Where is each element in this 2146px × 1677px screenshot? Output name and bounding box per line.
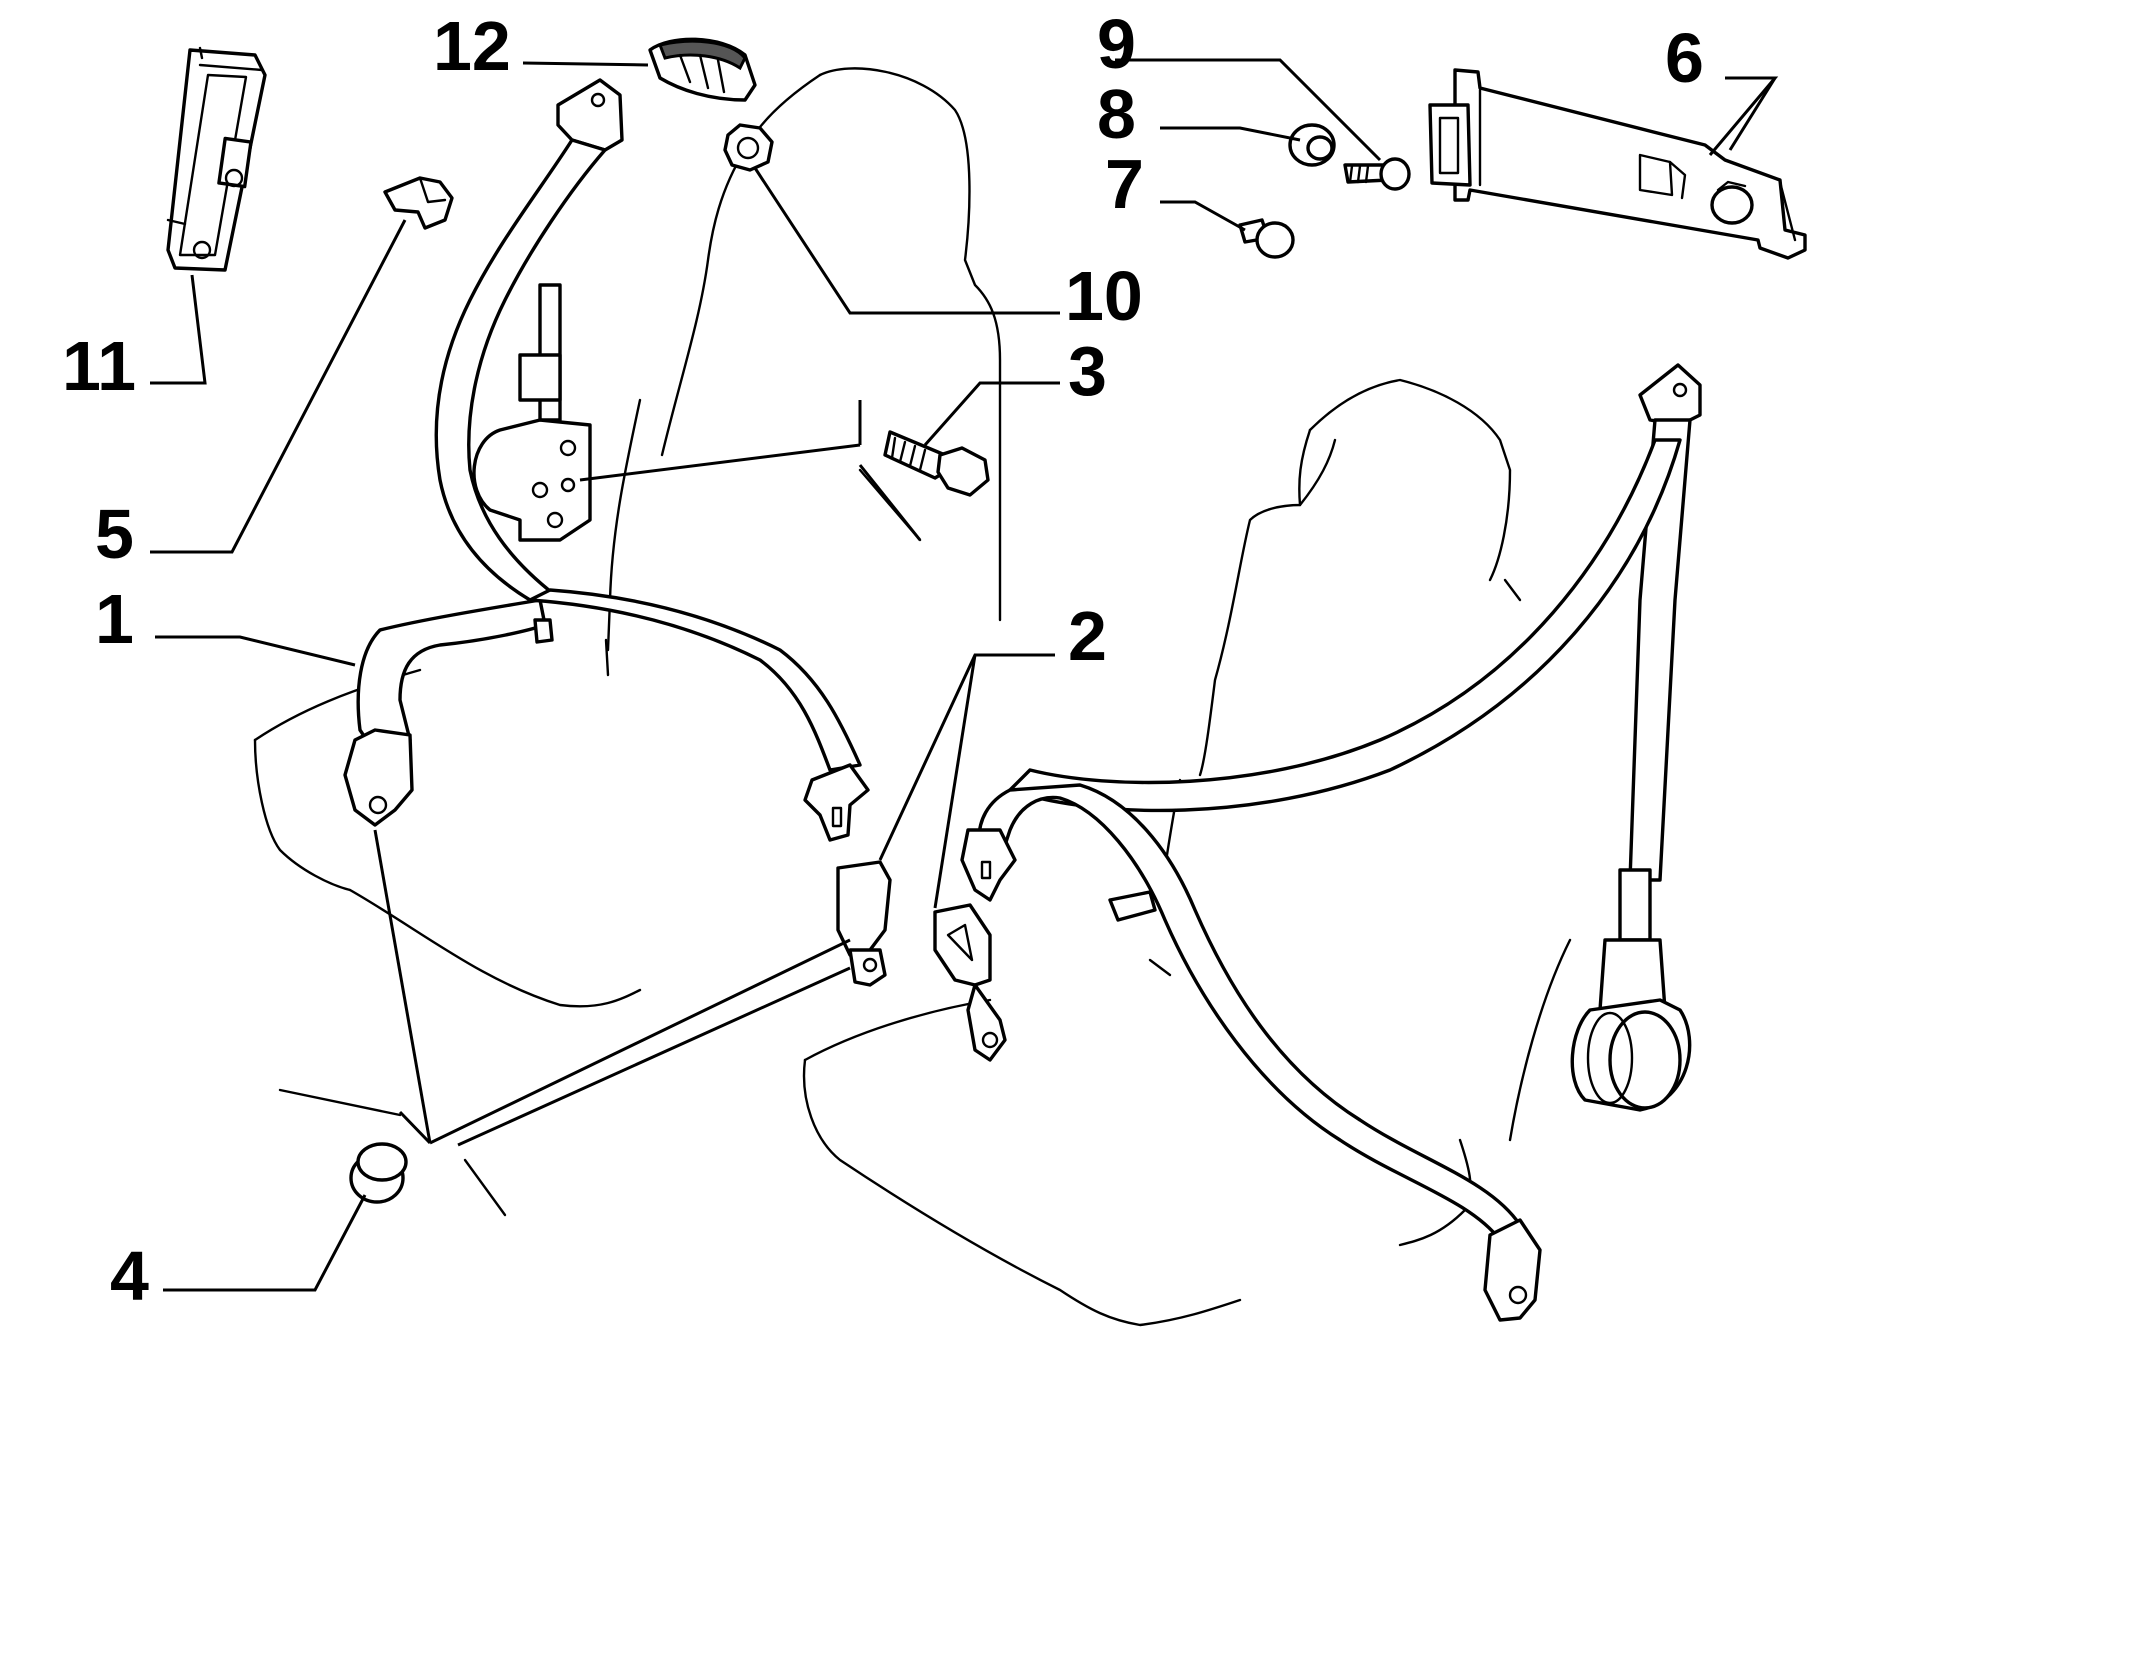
part-6-mounting-bracket [1428, 68, 1807, 260]
part-11-guide-bracket [166, 46, 267, 272]
part-3-bolt [883, 430, 990, 497]
callout-8: 8 [1097, 75, 1136, 153]
leader-8 [1160, 126, 1301, 142]
leader-11 [150, 274, 207, 385]
part-4-cap [349, 1142, 408, 1204]
leader-3-to-retractor [579, 443, 861, 482]
leader-6b [1728, 77, 1777, 151]
part-10-nut [723, 123, 774, 172]
leader-common-c [398, 1110, 432, 1145]
callout-3: 3 [1068, 332, 1107, 410]
right-seat-belt [960, 363, 1702, 1322]
leader-5 [150, 219, 407, 554]
buckle-assembly [836, 860, 1007, 1062]
leader-3-to-seat-b [858, 464, 922, 541]
leader-10 [753, 167, 1060, 315]
leader-9 [1115, 58, 1382, 162]
leader-common-d [457, 966, 851, 1147]
leader-common-a [373, 829, 432, 1144]
part-7-plug [1238, 218, 1295, 259]
leader-3-horizontal [923, 381, 1060, 446]
leader-lines [150, 58, 1779, 1292]
callout-1: 1 [95, 580, 134, 658]
callout-2: 2 [1068, 597, 1107, 675]
leader-common-b [429, 938, 851, 1145]
callout-labels: 12 11 5 1 9 8 7 6 10 3 2 4 [62, 5, 1704, 1315]
right-seat-outline [802, 378, 1572, 1327]
left-seat-outline [253, 67, 1002, 1217]
left-seat-belt [343, 78, 870, 842]
callout-5: 5 [95, 495, 134, 573]
leader-6 [1708, 76, 1779, 156]
part-5-clip [383, 176, 454, 230]
callout-4: 4 [110, 1237, 149, 1315]
callout-9: 9 [1097, 5, 1136, 83]
leader-2b [933, 654, 977, 909]
callout-11: 11 [62, 327, 136, 405]
callout-10: 10 [1065, 257, 1143, 335]
leader-4 [163, 1194, 367, 1292]
part-9-screw [1343, 157, 1411, 191]
part-12-cap [648, 37, 757, 102]
leader-7 [1160, 200, 1246, 232]
callout-7: 7 [1105, 145, 1144, 223]
leader-1 [155, 635, 356, 667]
callout-12: 12 [433, 7, 511, 85]
leader-12 [522, 61, 649, 67]
part-8-washer-nut [1288, 123, 1336, 167]
callout-6: 6 [1665, 19, 1704, 97]
